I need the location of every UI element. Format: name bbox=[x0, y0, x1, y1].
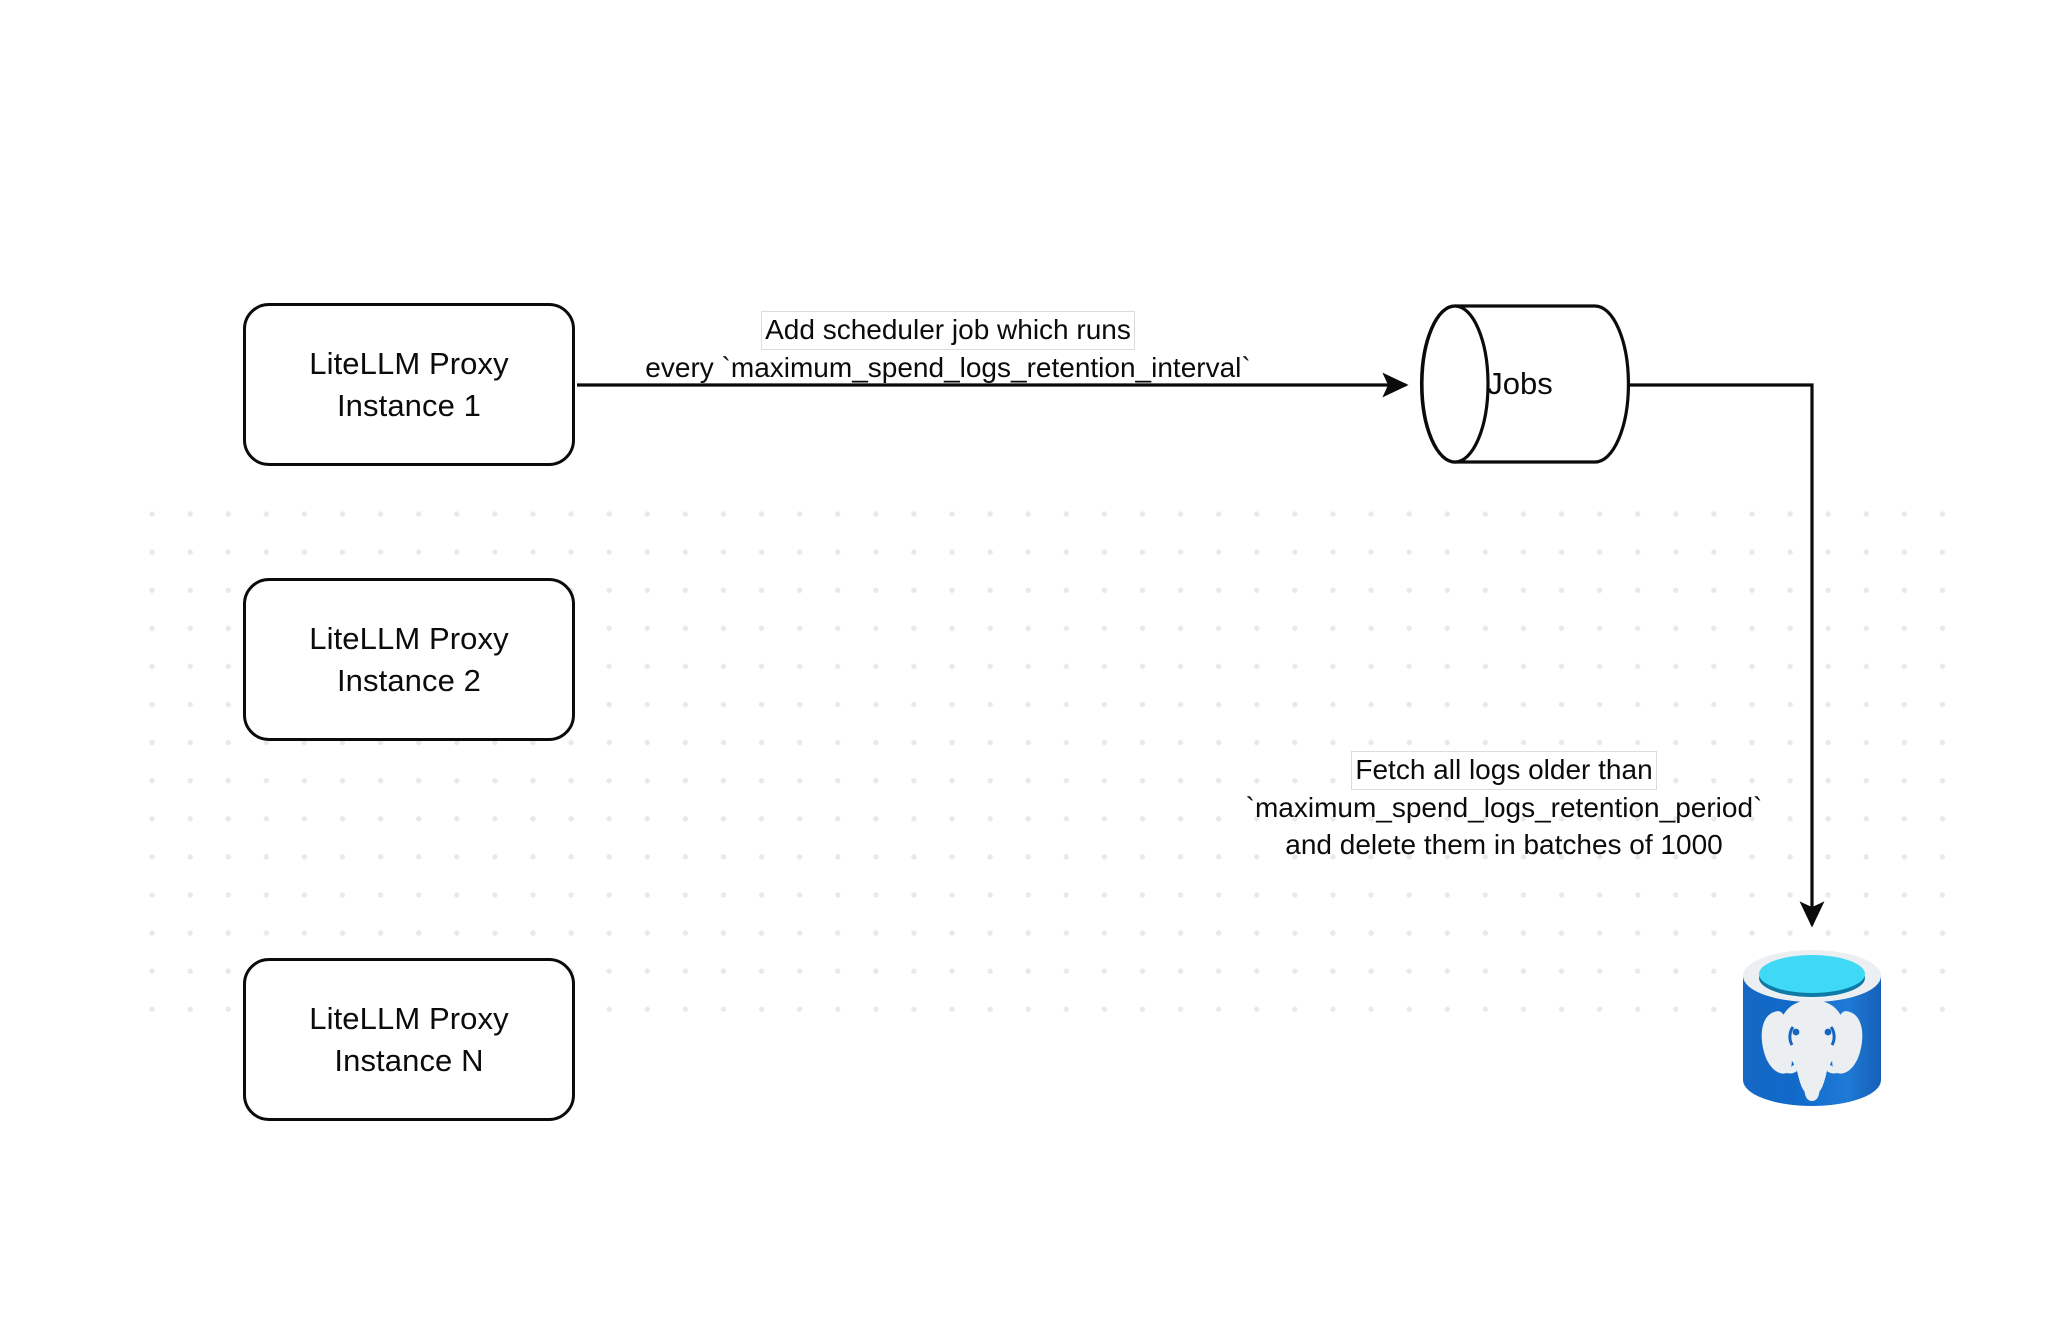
node-label-line2: Instance 1 bbox=[336, 387, 482, 423]
node-label-line1: LiteLLM Proxy bbox=[309, 1000, 509, 1036]
edge-label-line-1: Fetch all logs older than bbox=[1351, 751, 1657, 790]
postgresql-database-icon[interactable] bbox=[1739, 942, 1885, 1114]
edge-label-fetch-and-delete-logs[interactable]: Fetch all logs older than `maximum_spend… bbox=[1244, 751, 1764, 864]
node-label-line2: Instance 2 bbox=[336, 662, 482, 698]
node-label-line2: Instance N bbox=[334, 1042, 484, 1078]
node-litellm-proxy-instance-2[interactable]: LiteLLM Proxy Instance 2 bbox=[243, 578, 575, 741]
postgres-elephant-glyph bbox=[1761, 1000, 1863, 1101]
edge-label-add-scheduler-job[interactable]: Add scheduler job which runs every `maxi… bbox=[619, 311, 1277, 387]
edge-line-jobs-postgres bbox=[1627, 383, 1825, 928]
edge-label-line-1: Add scheduler job which runs bbox=[761, 311, 1135, 350]
node-label-line1: LiteLLM Proxy bbox=[309, 345, 509, 381]
node-label-jobs[interactable]: Jobs bbox=[1487, 366, 1553, 401]
edge-label-line-2: every `maximum_spend_logs_retention_inte… bbox=[645, 351, 1251, 383]
edge-label-line-3: and delete them in batches of 1000 bbox=[1285, 828, 1723, 860]
node-litellm-proxy-instance-n[interactable]: LiteLLM Proxy Instance N bbox=[243, 958, 575, 1121]
edge-label-line-2: `maximum_spend_logs_retention_period` bbox=[1245, 791, 1763, 823]
node-litellm-proxy-instance-1[interactable]: LiteLLM Proxy Instance 1 bbox=[243, 303, 575, 466]
node-label-line1: LiteLLM Proxy bbox=[309, 620, 509, 656]
